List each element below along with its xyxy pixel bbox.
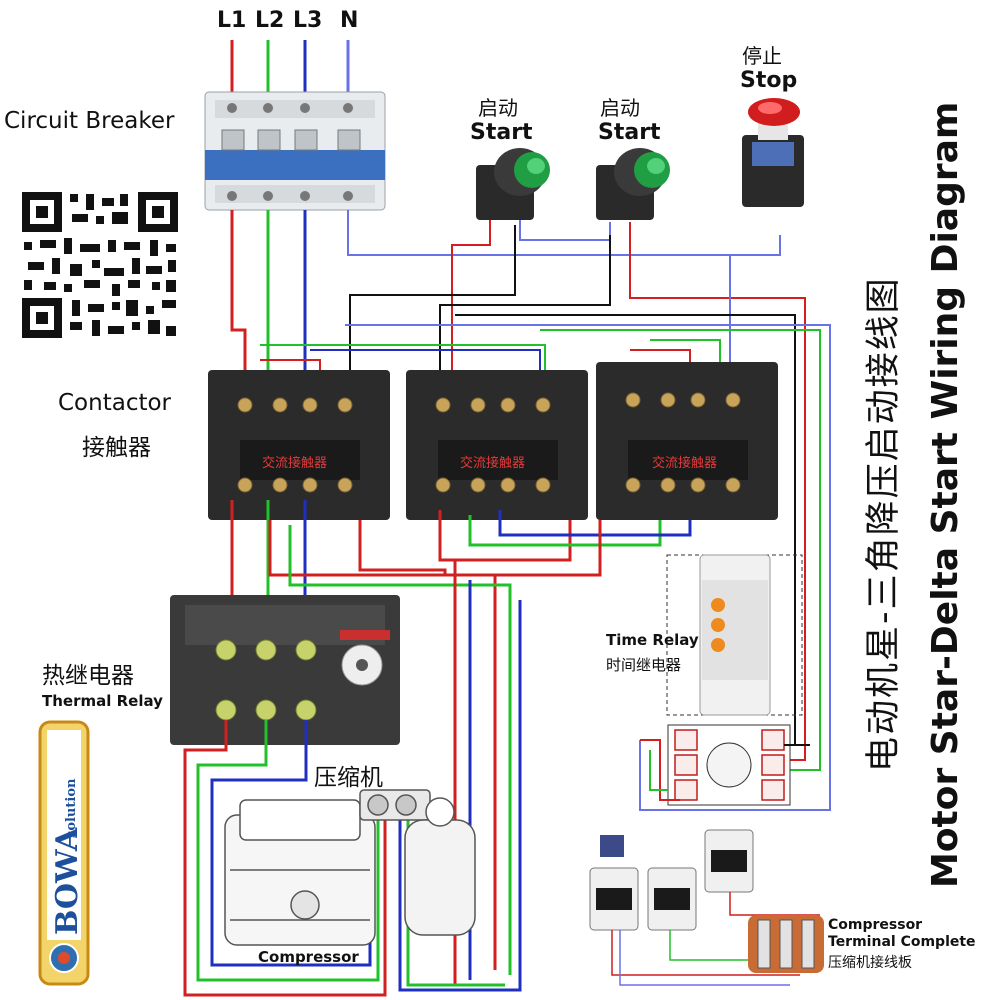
- control-wires: [260, 220, 831, 811]
- terminal-label-cn: 压缩机接线板: [828, 955, 912, 971]
- time-relay: [699, 554, 771, 716]
- phase-l1-label: L1: [217, 8, 247, 33]
- time-relay-base: [667, 724, 791, 806]
- bowa-logo-text: BOWA: [50, 827, 85, 935]
- thermal-relay-label-cn: 热继电器: [42, 663, 134, 689]
- stop-label-en: Stop: [740, 68, 798, 93]
- start1-label-en: Start: [470, 120, 533, 145]
- bowa-logo-subtext: solution: [64, 778, 79, 838]
- thermal-relay-label-en: Thermal Relay: [42, 692, 163, 710]
- phase-n-label: N: [340, 8, 359, 33]
- circuit-breaker: [204, 91, 386, 211]
- qr-code: [20, 190, 180, 340]
- stop-button: [742, 98, 804, 207]
- circuit-breaker-label: Circuit Breaker: [4, 108, 175, 134]
- stop-label-cn: 停止: [742, 44, 782, 68]
- contactor-1: [208, 370, 390, 520]
- contactor-2: [406, 370, 588, 520]
- contactor1-plate: 交流接触器: [262, 456, 328, 471]
- phase-l2-label: L2: [255, 8, 285, 33]
- diagram-title-en: Motor Star-Delta Start Wiring Diagram: [925, 101, 966, 888]
- breaker-to-contactor-wires: [230, 210, 781, 380]
- thermal-to-compressor-wires: [183, 600, 522, 997]
- terminal-block: [748, 915, 824, 973]
- contactor3-plate: 交流接触器: [652, 456, 718, 471]
- time-relay-label-cn: 时间继电器: [606, 656, 682, 674]
- contactor-3: [596, 362, 778, 520]
- bowa-logo: [38, 720, 90, 986]
- time-relay-wires: [640, 739, 810, 801]
- diagram-title-cn: 电动机星-三角降压启动接线图: [864, 276, 904, 772]
- start-button-1: [476, 148, 550, 220]
- start2-label-cn: 启动: [600, 96, 640, 120]
- contactor-label-en: Contactor: [58, 390, 172, 416]
- compressor: [224, 789, 476, 946]
- terminal-label-en1: Compressor: [828, 917, 923, 933]
- start1-label-cn: 启动: [478, 96, 518, 120]
- compressor-label-en: Compressor: [258, 948, 359, 966]
- compressor-label-cn: 压缩机: [314, 765, 383, 791]
- terminal-label-en2: Terminal Complete: [828, 934, 976, 950]
- thermal-relay: [170, 595, 400, 745]
- main-feed-wires: [230, 40, 350, 100]
- start2-label-en: Start: [598, 120, 661, 145]
- phase-l3-label: L3: [293, 8, 323, 33]
- contactor-label-cn: 接触器: [82, 435, 151, 461]
- contactor2-plate: 交流接触器: [460, 456, 526, 471]
- time-relay-label-en: Time Relay: [606, 631, 699, 649]
- mini-contactor-set: [589, 829, 820, 986]
- start-button-2: [596, 148, 670, 220]
